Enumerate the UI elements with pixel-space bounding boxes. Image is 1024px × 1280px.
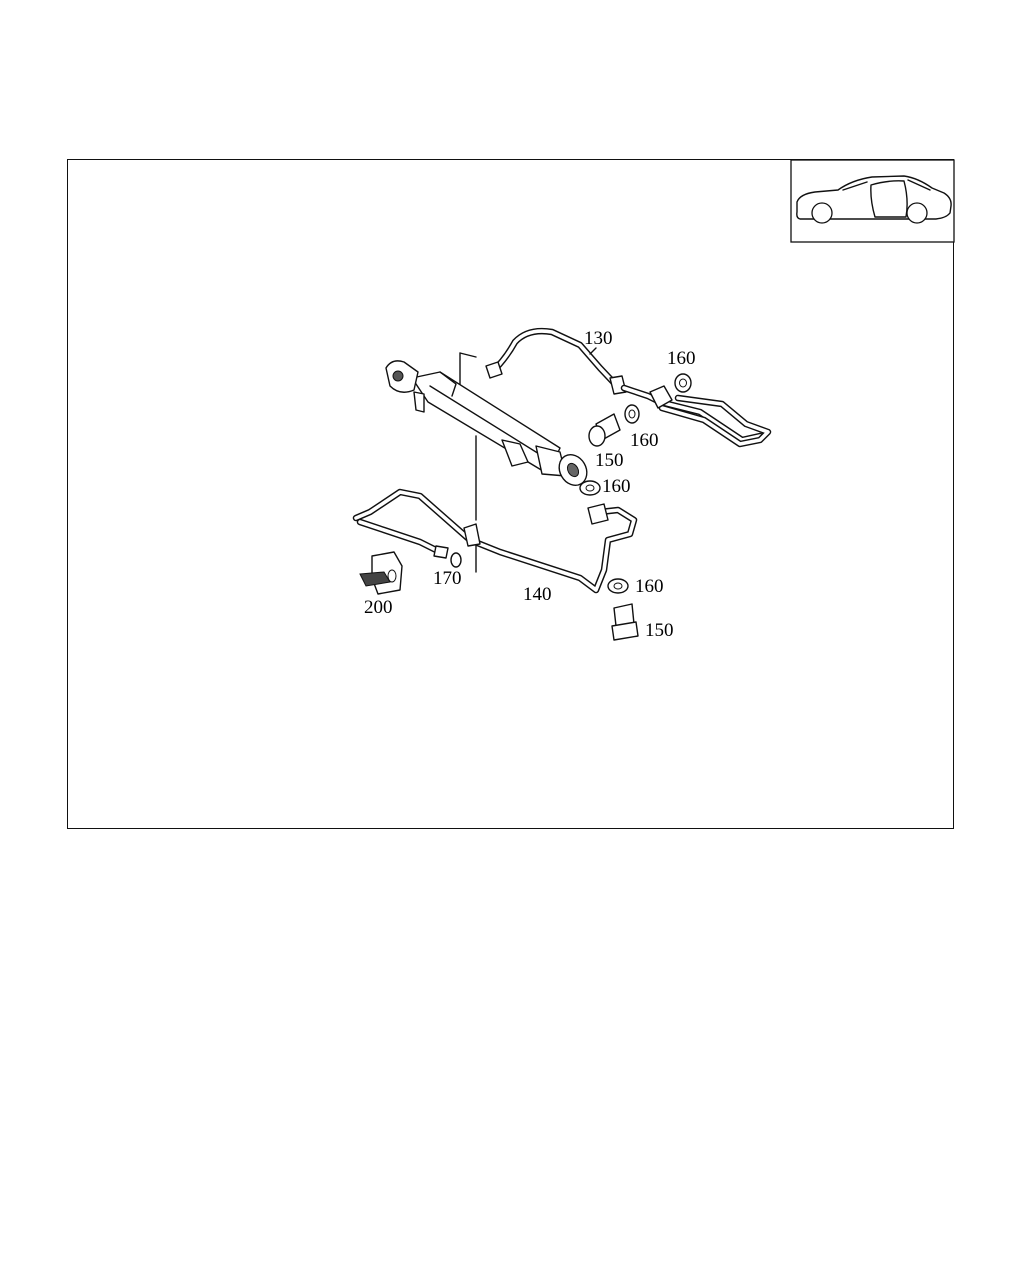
callout-160-c: 160	[602, 476, 631, 497]
car-outline-icon	[796, 175, 952, 224]
callout-170: 170	[433, 568, 462, 589]
reference-panel	[459, 352, 477, 573]
washer-160-c	[579, 480, 601, 496]
steering-cylinder	[385, 360, 588, 487]
callout-150-a: 150	[595, 450, 624, 471]
o-ring-170	[450, 552, 462, 568]
banjo-bolt-150-b	[611, 603, 639, 641]
callout-150-b: 150	[645, 620, 674, 641]
callout-160-a: 160	[667, 348, 696, 369]
banjo-bolt-150-a	[588, 413, 621, 447]
leader-lines	[589, 347, 597, 355]
callout-130: 130	[584, 328, 613, 349]
diagram-frame	[67, 159, 954, 829]
washer-160-d	[607, 578, 629, 594]
vehicle-locator	[790, 159, 955, 243]
callout-160-d: 160	[635, 576, 664, 597]
clamp-200	[359, 551, 403, 595]
callout-160-b: 160	[630, 430, 659, 451]
callout-140: 140	[523, 584, 552, 605]
callout-200: 200	[364, 597, 393, 618]
hose-130	[485, 327, 772, 448]
line-140	[352, 488, 638, 594]
washer-160-a	[674, 373, 692, 393]
callout-labels: 130 160 160 150 160 170 140 160 200 150	[364, 328, 696, 641]
washer-160-b	[624, 404, 640, 424]
